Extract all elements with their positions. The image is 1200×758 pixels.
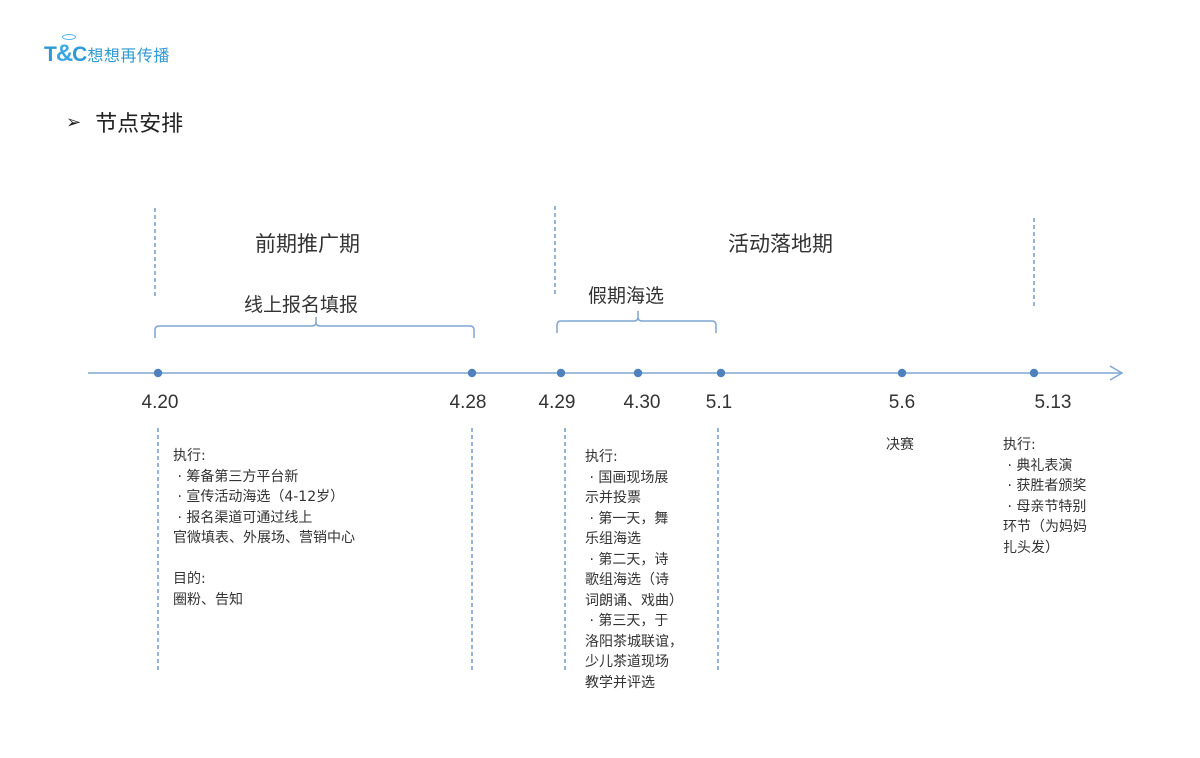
logo-mark-c: C [72, 43, 87, 66]
note-early-promotion: 执行: · 筹备第三方平台新 · 宣传活动海选（4-12岁） · 报名渠道可通过… [173, 448, 355, 608]
logo-mark-amp: & [55, 40, 73, 67]
brand-logo: T&C 想想再传播 [44, 34, 170, 68]
phase-title-execution: 活动落地期 [728, 232, 833, 256]
note-holiday-audition: 执行: · 国画现场展 示并投票 · 第一天，舞 乐组海选 · 第二天，诗 歌组… [585, 449, 683, 691]
note-ceremony: 执行: · 典礼表演 · 获胜者颁奖 · 母亲节特别 环节（为妈妈 扎头发） [1003, 437, 1087, 556]
phase-title-promotion: 前期推广期 [255, 232, 360, 256]
logo-mark: T&C [44, 34, 87, 68]
logo-mark-t: T [44, 43, 57, 66]
date-label: 5.1 [705, 392, 733, 413]
arrow-bullet-icon: ➢ [66, 111, 82, 133]
date-label: 4.30 [623, 392, 661, 413]
note-dividers [157, 428, 719, 670]
date-label: 4.28 [449, 392, 487, 413]
date-label: 4.29 [538, 392, 576, 413]
phase-dividers [154, 206, 1035, 308]
section-title: ➢ 节点安排 [66, 106, 183, 138]
section-title-text: 节点安排 [95, 112, 184, 137]
brace-online-signup [154, 317, 475, 338]
brace-holiday-audition [556, 311, 717, 333]
axis-arrow-icon [1109, 365, 1124, 381]
logo-text: 想想再传播 [87, 46, 170, 65]
halo-icon [62, 34, 76, 40]
date-label: 5.13 [1034, 392, 1072, 413]
date-label: 4.20 [141, 392, 179, 413]
bracket-label-holiday-audition: 假期海选 [588, 285, 665, 307]
bracket-label-online-signup: 线上报名填报 [244, 294, 359, 316]
note-final: 决赛 [886, 437, 914, 453]
date-label: 5.6 [888, 392, 916, 413]
timeline-dots [153, 368, 1039, 378]
